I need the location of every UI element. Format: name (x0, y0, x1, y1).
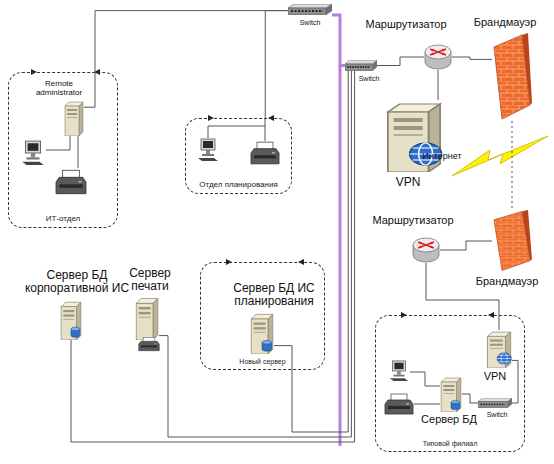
device-label: Remote administrator (24, 80, 94, 98)
wire (46, 136, 70, 150)
network-link (438, 70, 439, 100)
vpn-server: VPN (486, 330, 512, 368)
network-link (274, 71, 348, 432)
wire (410, 372, 440, 386)
device-label: Маршрутизатор (372, 214, 453, 226)
wire (78, 136, 79, 168)
device-label: Switch (487, 411, 508, 419)
link-label: Интернет (422, 151, 461, 161)
wire (265, 118, 266, 141)
switch: Switch (345, 60, 377, 71)
server-group: Новый сервер Сервер БД ИС планирования (200, 262, 325, 370)
device-label: Switch (359, 75, 380, 83)
device-label: Сервер БД (421, 413, 477, 425)
network-link (452, 57, 492, 59)
printer-symbol (385, 394, 413, 414)
router: Маршрутизатор (412, 237, 440, 263)
group-label: Новый сервер (201, 358, 324, 366)
switch-symbol (288, 4, 332, 15)
switch: Switch (288, 4, 332, 15)
network-link (265, 11, 288, 118)
wire (414, 404, 440, 405)
database-server: Сервер БД ИС планирования (250, 312, 274, 354)
device-label: VPN (484, 370, 507, 382)
lightning-symbol (452, 136, 548, 176)
database-server: Сервер БД корпоративной ИС (60, 300, 82, 340)
server-symbol (65, 102, 83, 136)
network-link (462, 394, 478, 403)
network-link (512, 121, 513, 210)
router: Маршрутизатор (424, 44, 452, 70)
database-server-symbol (61, 302, 81, 340)
device-label: Маршрутизатор (365, 18, 446, 30)
print-server: Сервер печати (135, 296, 159, 340)
network-link (426, 263, 499, 330)
device-label: VPN (396, 176, 421, 189)
branch-group: Типовой филиалVPNСервер БДSwitch (375, 315, 525, 452)
printer-symbol (56, 170, 86, 193)
department-group: ИТ-отдел Remote administrator (8, 72, 118, 228)
local-wires (46, 118, 440, 404)
wire (208, 126, 265, 138)
network-link (84, 11, 288, 108)
network-link (159, 71, 351, 437)
network-link (440, 241, 492, 250)
network-link (377, 57, 424, 66)
printer-symbol (251, 142, 279, 164)
device-label: Сервер БД корпоративной ИС (18, 269, 136, 295)
trunk-cable (339, 65, 342, 446)
network-link (512, 360, 518, 403)
workstation-symbol (390, 361, 408, 381)
network-link (71, 71, 355, 442)
router-symbol (413, 238, 439, 262)
device-label: Брандмауэр (476, 275, 539, 287)
department-group: Отдел планирования (185, 118, 292, 194)
device-label: Сервер печати (122, 267, 178, 293)
vpn-server: VPN (385, 100, 443, 172)
group-label: ИТ-отдел (9, 215, 117, 224)
database-server-symbol (441, 378, 461, 412)
firewall: Брандмауэр (492, 33, 532, 121)
database-server-symbol (251, 314, 273, 354)
printer-symbol (139, 337, 160, 350)
firewall-symbol (494, 210, 532, 271)
firewall: Брандмауэр (492, 210, 532, 272)
device-label: Switch (300, 19, 321, 27)
vpn-server-symbol (487, 332, 511, 368)
workstation-symbol (22, 141, 44, 165)
server-symbol (136, 298, 158, 340)
workstation-symbol (198, 139, 218, 161)
vpn-server-symbol (388, 104, 442, 172)
router-symbol (425, 45, 451, 69)
server: Remote administrator (64, 100, 84, 136)
network-link (332, 15, 345, 66)
switch: Switch (478, 398, 512, 408)
group-label: Отдел планирования (186, 181, 291, 190)
device-label: Сервер БД ИС планирования (224, 282, 324, 308)
firewall-symbol (494, 33, 532, 119)
switch-symbol (345, 60, 377, 71)
device-label: Брандмауэр (474, 16, 537, 28)
database-server: Сервер БД (440, 376, 462, 412)
group-label: Типовой филиал (376, 440, 524, 448)
switch-symbol (478, 398, 512, 408)
